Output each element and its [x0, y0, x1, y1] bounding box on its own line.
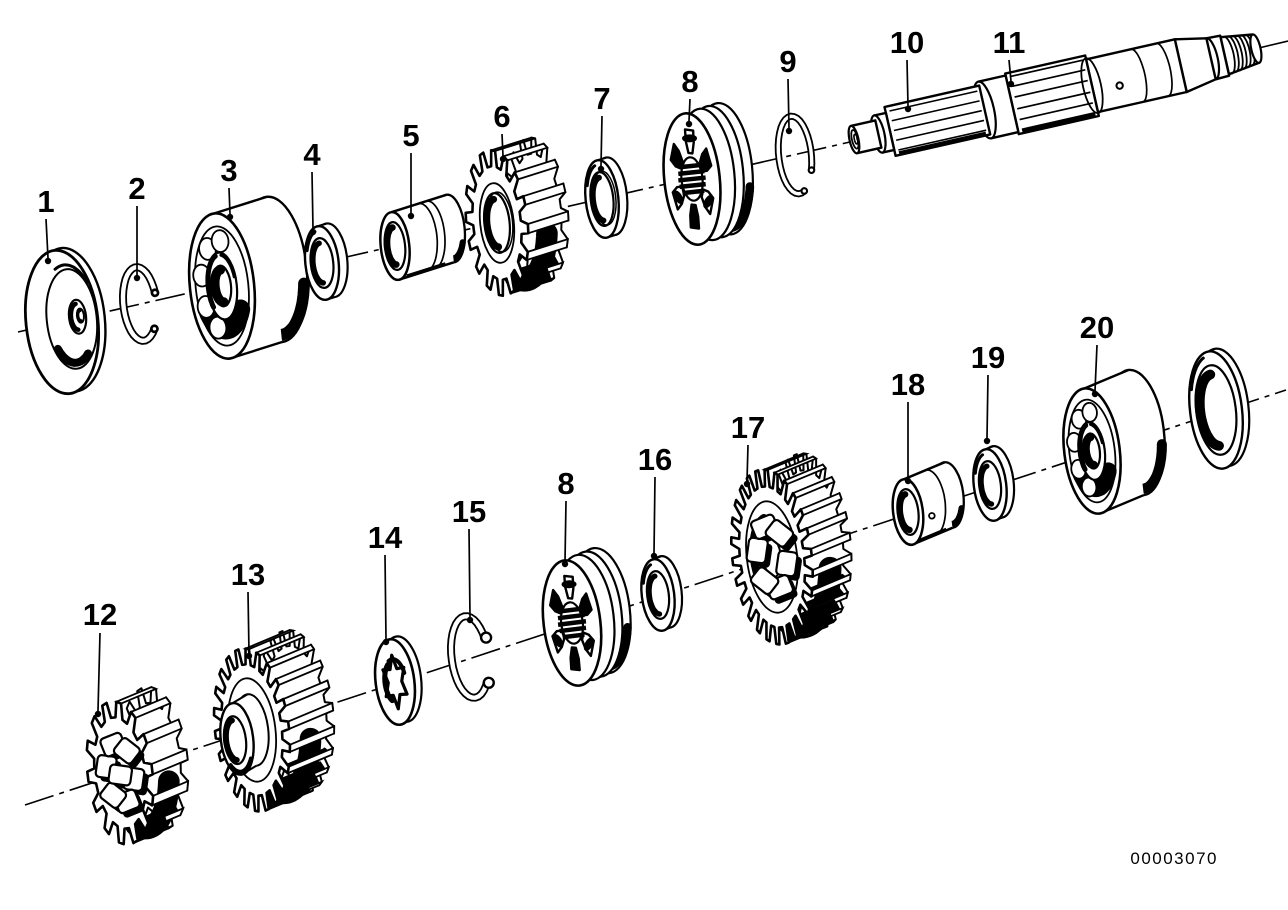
callout-8[interactable]: 8 — [681, 64, 698, 99]
part-gear[interactable] — [458, 135, 576, 299]
callout-13[interactable]: 13 — [231, 557, 265, 592]
callout-8b[interactable]: 8 — [557, 466, 574, 501]
callout-19[interactable]: 19 — [971, 340, 1005, 375]
callout-5[interactable]: 5 — [402, 118, 419, 153]
part-dog-clutch[interactable] — [535, 545, 638, 689]
callout-4[interactable]: 4 — [303, 137, 321, 172]
callout-7[interactable]: 7 — [593, 81, 610, 116]
callout-14[interactable]: 14 — [368, 520, 403, 555]
callout-3[interactable]: 3 — [220, 153, 237, 188]
leader-lines — [44, 59, 1099, 718]
doc-number: 00003070 — [1130, 849, 1218, 868]
part-circlip[interactable] — [118, 263, 165, 345]
part-thrust-disc[interactable] — [19, 244, 113, 397]
part-output-shaft[interactable] — [847, 33, 1288, 158]
callout-9[interactable]: 9 — [779, 44, 796, 79]
part-washer[interactable] — [969, 444, 1018, 523]
part-circlip[interactable] — [446, 612, 498, 702]
part-star-lock-washer[interactable] — [370, 634, 426, 727]
callout-6[interactable]: 6 — [493, 99, 510, 134]
callout-17[interactable]: 17 — [731, 410, 765, 445]
part-washer[interactable] — [581, 156, 631, 240]
part-gear[interactable] — [204, 626, 344, 815]
part-ball-bearing[interactable] — [1055, 367, 1173, 517]
part-bushing[interactable] — [376, 193, 469, 282]
callout-10[interactable]: 10 — [890, 25, 924, 60]
callout-20[interactable]: 20 — [1080, 310, 1114, 345]
callout-16[interactable]: 16 — [638, 442, 672, 477]
part-ball-bearing[interactable] — [181, 193, 315, 361]
part-gear-with-dogs[interactable] — [721, 449, 862, 649]
part-circlip[interactable] — [774, 112, 818, 198]
parts-layer — [19, 33, 1288, 848]
callouts-layer: 1 2 3 4 5 6 7 8 9 10 11 12 13 14 15 8 16… — [37, 25, 1114, 632]
part-gear-with-dogs[interactable] — [78, 684, 197, 848]
callout-2[interactable]: 2 — [128, 171, 145, 206]
part-washer[interactable] — [301, 222, 351, 302]
callout-11[interactable]: 11 — [993, 25, 1026, 60]
callout-12[interactable]: 12 — [83, 597, 117, 632]
part-dog-clutch[interactable] — [657, 100, 760, 247]
part-bearing-bush[interactable] — [888, 460, 969, 547]
callout-15[interactable]: 15 — [452, 494, 486, 529]
part-seal-ring[interactable] — [1183, 346, 1256, 472]
part-washer[interactable] — [637, 554, 686, 633]
callout-18[interactable]: 18 — [891, 367, 925, 402]
callout-1[interactable]: 1 — [37, 184, 54, 219]
